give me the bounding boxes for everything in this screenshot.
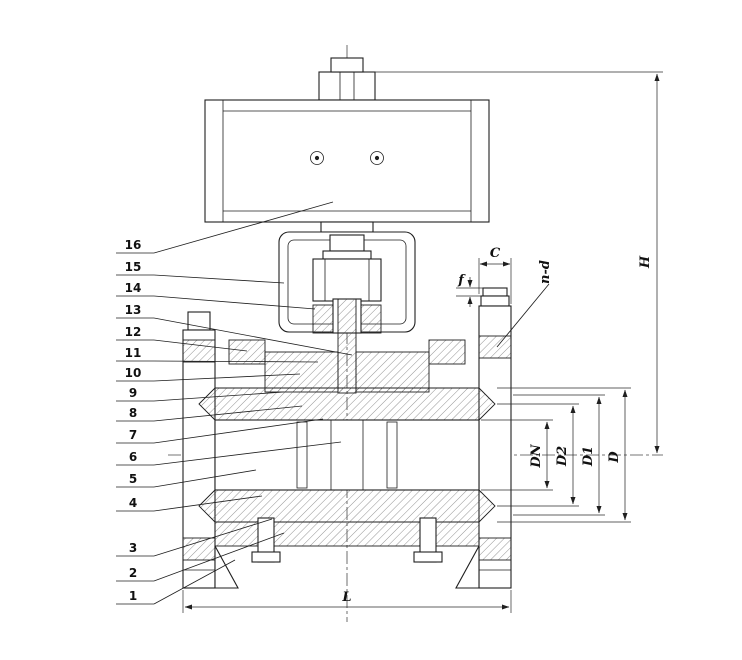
gland-flange-right [360,304,382,334]
dim-L-label: L [341,590,351,605]
part-leader-8 [153,405,303,422]
part-label-13: 13 [125,303,142,317]
part-leader-4 [153,495,263,512]
dim-nd-label: n-d [538,260,553,284]
right-flange-face-step [480,295,510,307]
part-leader-6 [153,441,342,466]
actuator-base-plate [320,221,374,233]
right-flange-foot [455,545,480,589]
part-label-3: 3 [129,541,137,555]
part-label-14: 14 [125,281,142,295]
part-label-6: 6 [129,450,137,464]
body-upper-wall [198,387,496,421]
part-leader-1 [153,559,236,605]
part-label-12: 12 [125,325,142,339]
stem-spacer [322,250,372,260]
right-flange-raised-face [482,287,508,297]
pneumatic-actuator [204,57,490,233]
dim-C-label: C [490,246,501,261]
part-leader-15 [153,274,285,284]
part-leader-7 [153,418,324,444]
part-leader-2 [153,532,285,582]
part-callouts: 16 15 14 13 12 11 10 9 8 7 6 5 [116,201,353,605]
seat-ring-right [386,421,398,489]
dim-f-label: f [457,273,466,288]
actuator-screw-right-center [374,155,380,161]
actuator-screw-left [310,151,324,165]
part-leader-5 [153,469,257,488]
part-leader-13 [153,317,353,356]
right-flange-bolt-hole-bottom [478,537,512,561]
left-flange-bolt-hole-bottom [182,537,216,561]
part-label-11: 11 [125,346,142,360]
part-leader-16 [153,201,334,254]
dim-H-label: H [638,255,653,269]
gland-flange-left [312,304,334,334]
actuator-screw-right [370,151,384,165]
dim-DN-label: DN [529,443,544,468]
left-flange-top-step [187,311,211,331]
part-leader-14 [153,295,316,310]
dimensions: H DN D2 D1 D C f n-d [182,71,663,613]
left-flange-bolt-hole-top [182,339,216,363]
valve-body [198,298,496,563]
part-label-16: 16 [125,238,142,252]
bottom-nut-right [413,551,443,563]
actuator-screw-left-center [314,155,320,161]
valve-stem [337,298,357,394]
bonnet-bolt-pad-right [428,339,466,365]
actuator-top-cap [330,57,364,73]
dim-D1-label: D1 [581,446,596,467]
part-label-8: 8 [129,406,137,420]
part-label-2: 2 [129,566,137,580]
dim-D-label: D [607,451,622,464]
part-label-1: 1 [129,589,137,603]
part-leader-9 [153,391,285,402]
dim-D2-label: D2 [555,446,570,467]
body-bore [214,419,480,491]
actuator-cylinder-body [204,99,490,223]
part-leader-10 [153,373,301,382]
stem-nut [329,234,365,252]
right-flange-bolt-hole-top [478,335,512,359]
bonnet-neck-right [355,351,430,393]
part-label-7: 7 [129,428,137,442]
bottom-nut-left [251,551,281,563]
bottom-flange-band [214,521,480,547]
bonnet-neck-left [264,351,339,393]
stem-coupling [312,258,382,302]
part-label-4: 4 [129,496,137,510]
dim-nd-leader [496,283,550,348]
bonnet-bolt-pad-left [228,339,266,365]
part-leader-3 [153,518,273,557]
part-label-5: 5 [129,472,137,486]
part-label-10: 10 [125,366,142,380]
body-lower-wall [198,489,496,523]
part-leader-12 [153,339,248,352]
part-label-15: 15 [125,260,142,274]
actuator-top-boss [318,71,376,101]
part-label-9: 9 [129,386,137,400]
part-leader-11 [153,360,319,363]
